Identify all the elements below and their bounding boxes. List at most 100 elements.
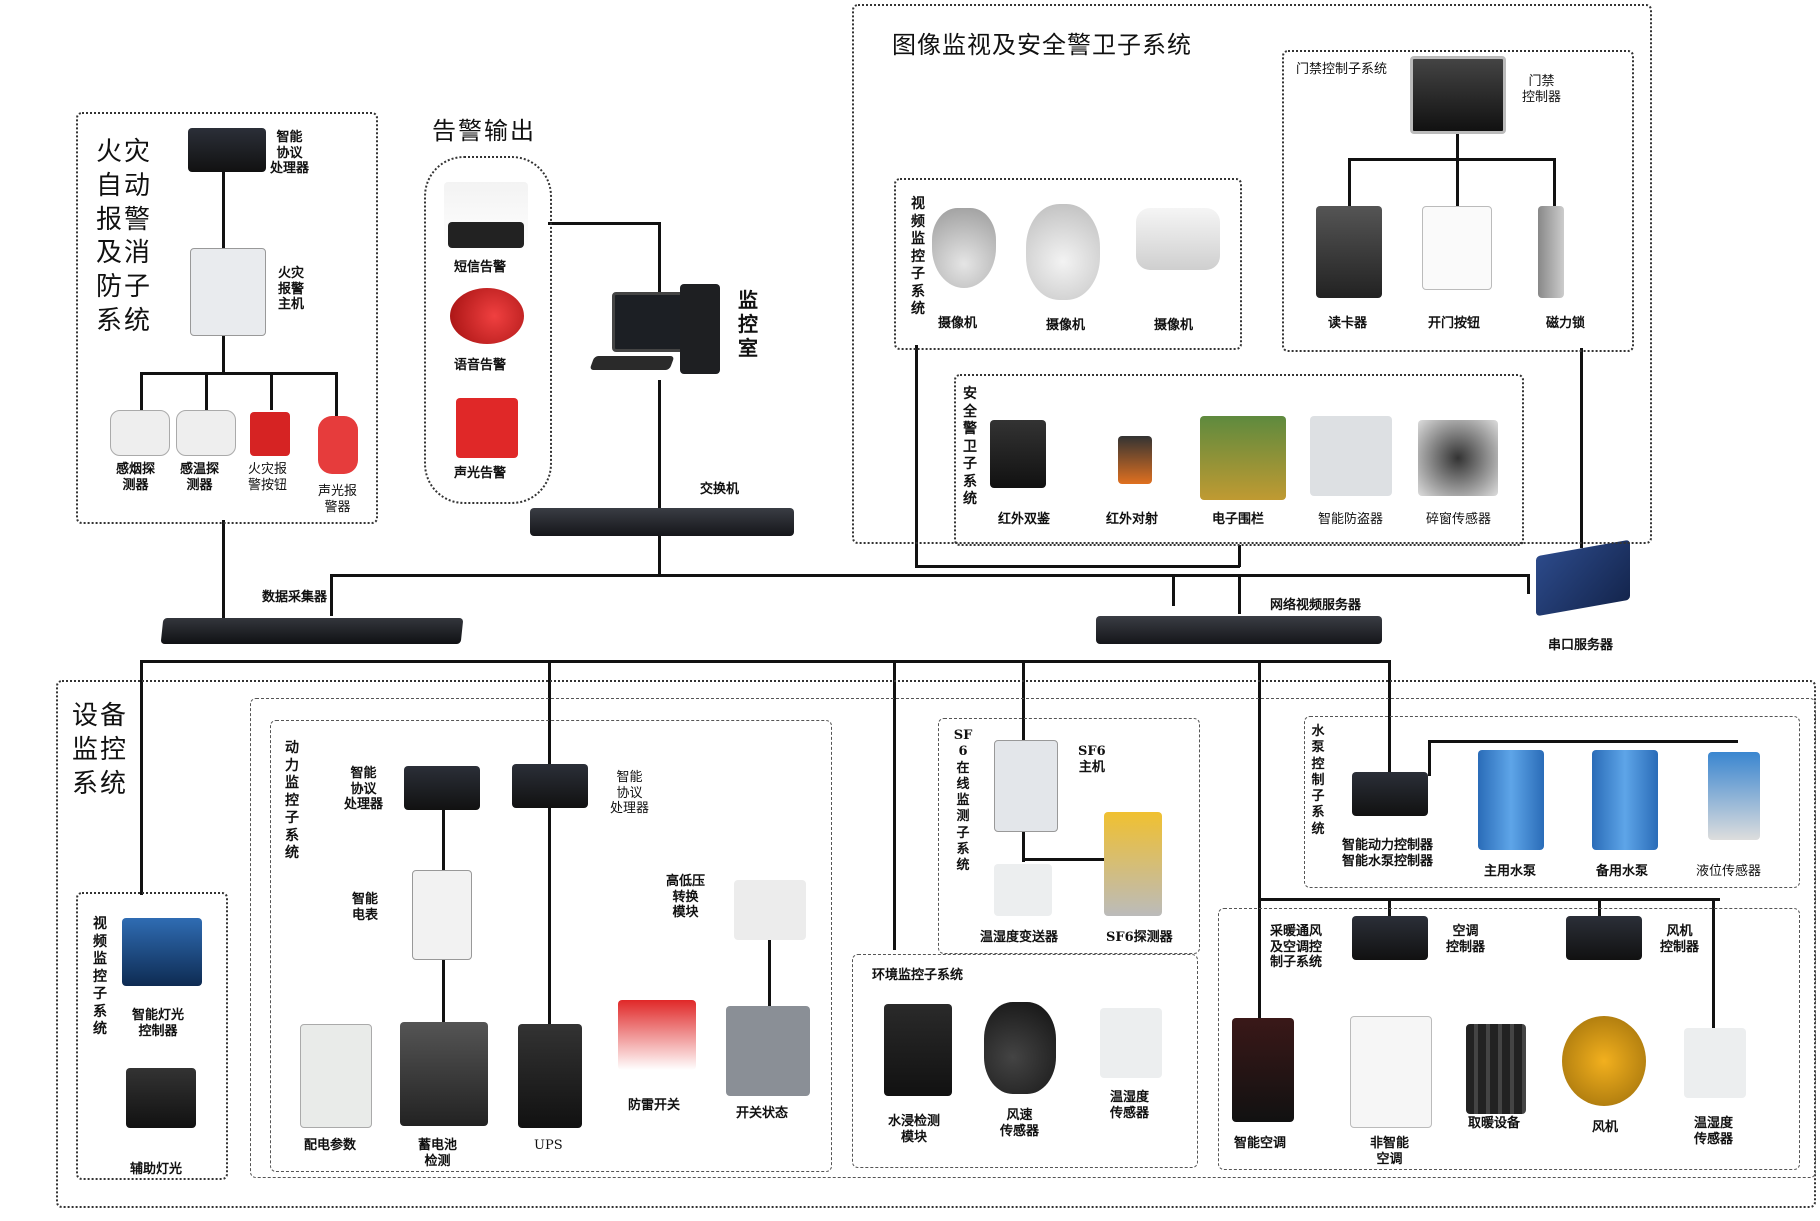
glass-sensor-device bbox=[1418, 420, 1498, 496]
nvs-label: 网络视频服务器 bbox=[1270, 598, 1362, 613]
sf6-host-device bbox=[994, 740, 1058, 832]
meter-label: 智能 电表 bbox=[352, 892, 379, 923]
battery-label: 蓄电池 检测 bbox=[418, 1138, 458, 1169]
security-title: 图像监视及安全警卫子系统 bbox=[892, 31, 1192, 59]
power-sub-box bbox=[270, 720, 832, 1172]
voice-alarm-device bbox=[450, 288, 524, 344]
smoke-detector-device bbox=[110, 410, 170, 456]
pump-sub-label: 水泵控制子系统 bbox=[1311, 724, 1325, 837]
th-sensor2-device bbox=[1684, 1028, 1746, 1098]
voice-label: 语音告警 bbox=[454, 358, 507, 373]
fire-system-box bbox=[76, 112, 378, 524]
security-box bbox=[852, 4, 1652, 544]
surge-switch-device bbox=[618, 1000, 696, 1070]
proc2-label: 智能 协议 处理器 bbox=[610, 770, 650, 817]
hv-label: 高低压 转换 模块 bbox=[666, 874, 706, 921]
sound-light-output-device bbox=[456, 398, 518, 458]
main-pump-label: 主用水泵 bbox=[1484, 864, 1537, 879]
fan-device bbox=[1562, 1016, 1646, 1106]
card-reader-device bbox=[1316, 206, 1382, 298]
anti-theft-label: 智能防盗器 bbox=[1318, 512, 1384, 527]
pump-controller-device bbox=[1352, 772, 1428, 816]
th-transmitter-device bbox=[994, 864, 1052, 916]
monitor-room-label: 监 控 室 bbox=[738, 288, 758, 360]
fan-label: 风机 bbox=[1592, 1120, 1619, 1135]
sf6-sub-label: SF6在线监测子系统 bbox=[953, 728, 973, 873]
light-controller-device bbox=[122, 918, 202, 986]
fire-host-device bbox=[190, 248, 266, 336]
pump-sub-box bbox=[1304, 716, 1800, 888]
camera1-label: 摄像机 bbox=[938, 316, 978, 331]
computer-tower-device bbox=[680, 284, 720, 374]
proc-device-2 bbox=[512, 764, 588, 808]
data-collector-device[interactable] bbox=[160, 618, 464, 644]
power-outer-box bbox=[250, 698, 1816, 1178]
guard-sub-label: 安全警卫子系统 bbox=[963, 386, 977, 507]
aux-light-label: 辅助灯光 bbox=[130, 1162, 183, 1177]
level-sensor-device bbox=[1708, 752, 1760, 840]
non-smart-ac-device bbox=[1350, 1016, 1432, 1128]
smart-ac-label: 智能空调 bbox=[1234, 1136, 1287, 1151]
fire-host-label: 火灾 报警 主机 bbox=[278, 266, 305, 313]
switch-label: 交换机 bbox=[700, 482, 740, 497]
distribution-cabinet bbox=[300, 1024, 372, 1128]
network-video-server-device[interactable] bbox=[1096, 616, 1382, 644]
serial-server-device[interactable] bbox=[1536, 539, 1630, 617]
bus-upper bbox=[330, 574, 1530, 577]
smoke-label: 感烟探 测器 bbox=[116, 462, 156, 493]
alarm-output-box bbox=[424, 156, 552, 504]
sound-label: 声光报 警器 bbox=[318, 484, 358, 515]
keyboard-device bbox=[589, 356, 675, 370]
magnetic-lock-device bbox=[1538, 206, 1564, 298]
temp-label: 感温探 测器 bbox=[180, 462, 220, 493]
env-sub-box bbox=[852, 954, 1198, 1168]
fire-system-title: 火灾 自动 报警 及消 防子 系统 bbox=[96, 137, 153, 336]
dome-camera-2 bbox=[1026, 204, 1100, 300]
ir-beam-device bbox=[1118, 436, 1152, 484]
heat-detector-device bbox=[176, 410, 236, 456]
main-pump-device bbox=[1478, 750, 1544, 850]
protocol-processor-device bbox=[188, 128, 266, 172]
level-label: 液位传感器 bbox=[1696, 864, 1762, 879]
breaker-device bbox=[726, 1006, 810, 1096]
light-ctrl-label: 智能灯光 控制器 bbox=[132, 1008, 185, 1039]
backup-pump-label: 备用水泵 bbox=[1596, 864, 1649, 879]
wind-label: 风速 传感器 bbox=[1000, 1108, 1040, 1139]
ac-ctrl-label: 空调 控制器 bbox=[1446, 924, 1486, 955]
collector-label: 数据采集器 bbox=[262, 590, 328, 605]
guard-sub-box bbox=[954, 374, 1524, 546]
video-sub2-label: 视频监控子系统 bbox=[93, 916, 107, 1037]
door-btn-label: 开门按钮 bbox=[1428, 316, 1481, 331]
ir-beam-label: 红外对射 bbox=[1106, 512, 1159, 527]
backup-pump-device bbox=[1592, 750, 1658, 850]
fence-label: 电子围栏 bbox=[1212, 512, 1265, 527]
camera2-label: 摄像机 bbox=[1046, 318, 1086, 333]
ir-dual-label: 红外双鉴 bbox=[998, 512, 1051, 527]
fan-ctrl-label: 风机 控制器 bbox=[1660, 924, 1700, 955]
aux-light-device bbox=[126, 1068, 196, 1128]
video-sub2-box bbox=[76, 892, 228, 1180]
card-label: 读卡器 bbox=[1328, 316, 1368, 331]
switch-state-label: 开关状态 bbox=[736, 1106, 789, 1121]
equipment-title: 设备 监控 系统 bbox=[72, 701, 129, 799]
video-sub-box bbox=[894, 178, 1242, 350]
heater-label: 取暖设备 bbox=[1468, 1116, 1521, 1131]
fan-controller-device bbox=[1566, 916, 1642, 960]
sound-light-label: 声光告警 bbox=[454, 466, 507, 481]
th-sensor-label: 温湿度 传感器 bbox=[1110, 1090, 1150, 1121]
ac-controller-device bbox=[1352, 916, 1428, 960]
electric-fence-device bbox=[1200, 416, 1286, 500]
network-switch-device[interactable] bbox=[530, 508, 794, 536]
th-trans-label: 温湿度变送器 bbox=[980, 930, 1059, 945]
sf6-host-label: SF6 主机 bbox=[1078, 744, 1106, 775]
ups-label: UPS bbox=[534, 1138, 563, 1153]
serial-label: 串口服务器 bbox=[1548, 638, 1614, 653]
access-ctrl-label: 门禁 控制器 bbox=[1522, 74, 1562, 105]
bus-lower bbox=[140, 660, 1390, 663]
hvac-sub-label: 采暖通风 及空调控 制子系统 bbox=[1270, 924, 1323, 971]
alarm-output-title: 告警输出 bbox=[432, 117, 536, 145]
camera3-label: 摄像机 bbox=[1154, 318, 1194, 333]
sf6-det-label: SF6探测器 bbox=[1106, 930, 1173, 945]
bullet-camera bbox=[1136, 208, 1220, 270]
smart-meter-device bbox=[412, 870, 472, 960]
